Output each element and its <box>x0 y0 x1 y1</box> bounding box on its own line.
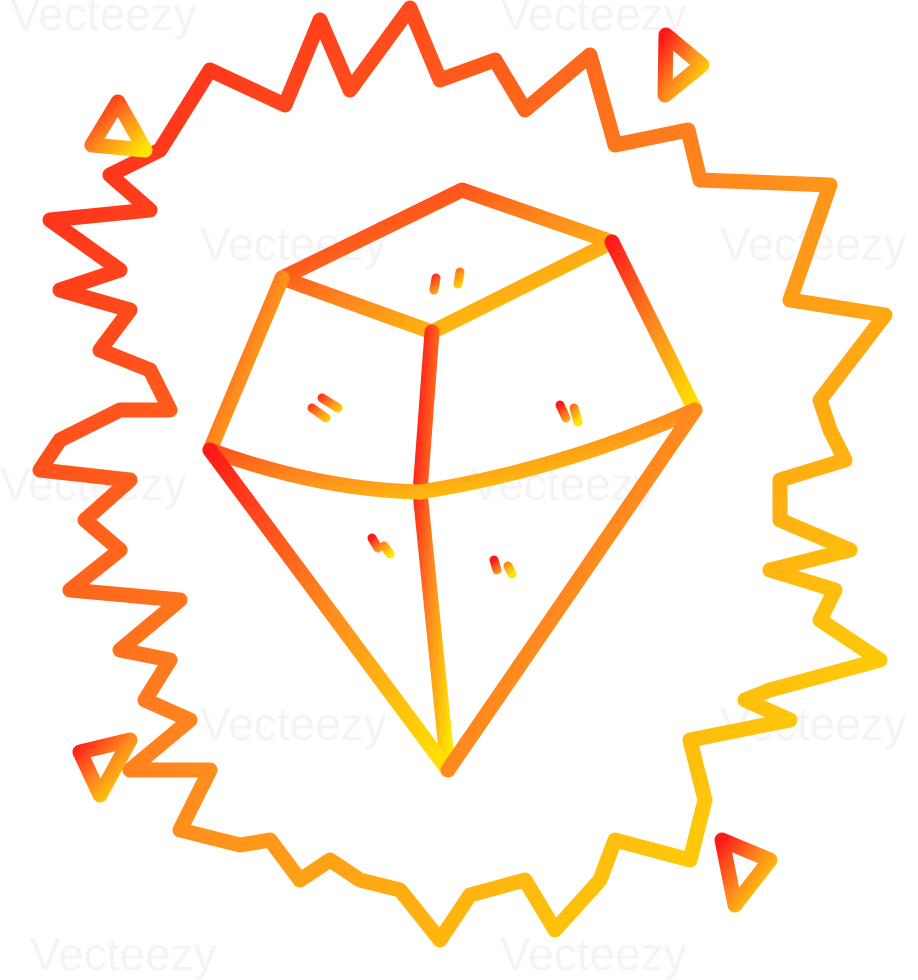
shine-mark <box>367 533 395 559</box>
sparkle-triangle-top-right <box>657 27 710 103</box>
watermark-text: Vecteezy <box>0 458 187 510</box>
diamond-girdle <box>202 402 703 500</box>
burst-outline <box>32 0 893 948</box>
diamond-crown-left <box>202 270 290 458</box>
sparkle-triangle-bottom-right <box>714 832 778 913</box>
diamond-center-edge <box>412 324 456 778</box>
diamond-crown-right <box>604 234 703 418</box>
shine-mark <box>307 393 343 423</box>
shine-mark <box>429 267 465 295</box>
diamond-top-face <box>274 182 620 340</box>
watermark-text: Vecteezy <box>30 928 217 980</box>
watermark-text: Vecteezy <box>500 928 687 980</box>
shine-mark <box>489 555 517 579</box>
shine-mark <box>555 400 583 427</box>
sparkle-triangle-bottom-left <box>72 732 138 803</box>
watermark-text: Vecteezy <box>10 0 197 40</box>
diamond-pavilion-left <box>202 442 456 778</box>
sparkle-triangle-top-left <box>84 94 153 158</box>
diamond-gem <box>202 182 703 778</box>
watermark-text: Vecteezy <box>200 698 387 750</box>
watermark-text: Vecteezy <box>500 0 687 40</box>
diamond-pavilion-right <box>440 402 703 778</box>
